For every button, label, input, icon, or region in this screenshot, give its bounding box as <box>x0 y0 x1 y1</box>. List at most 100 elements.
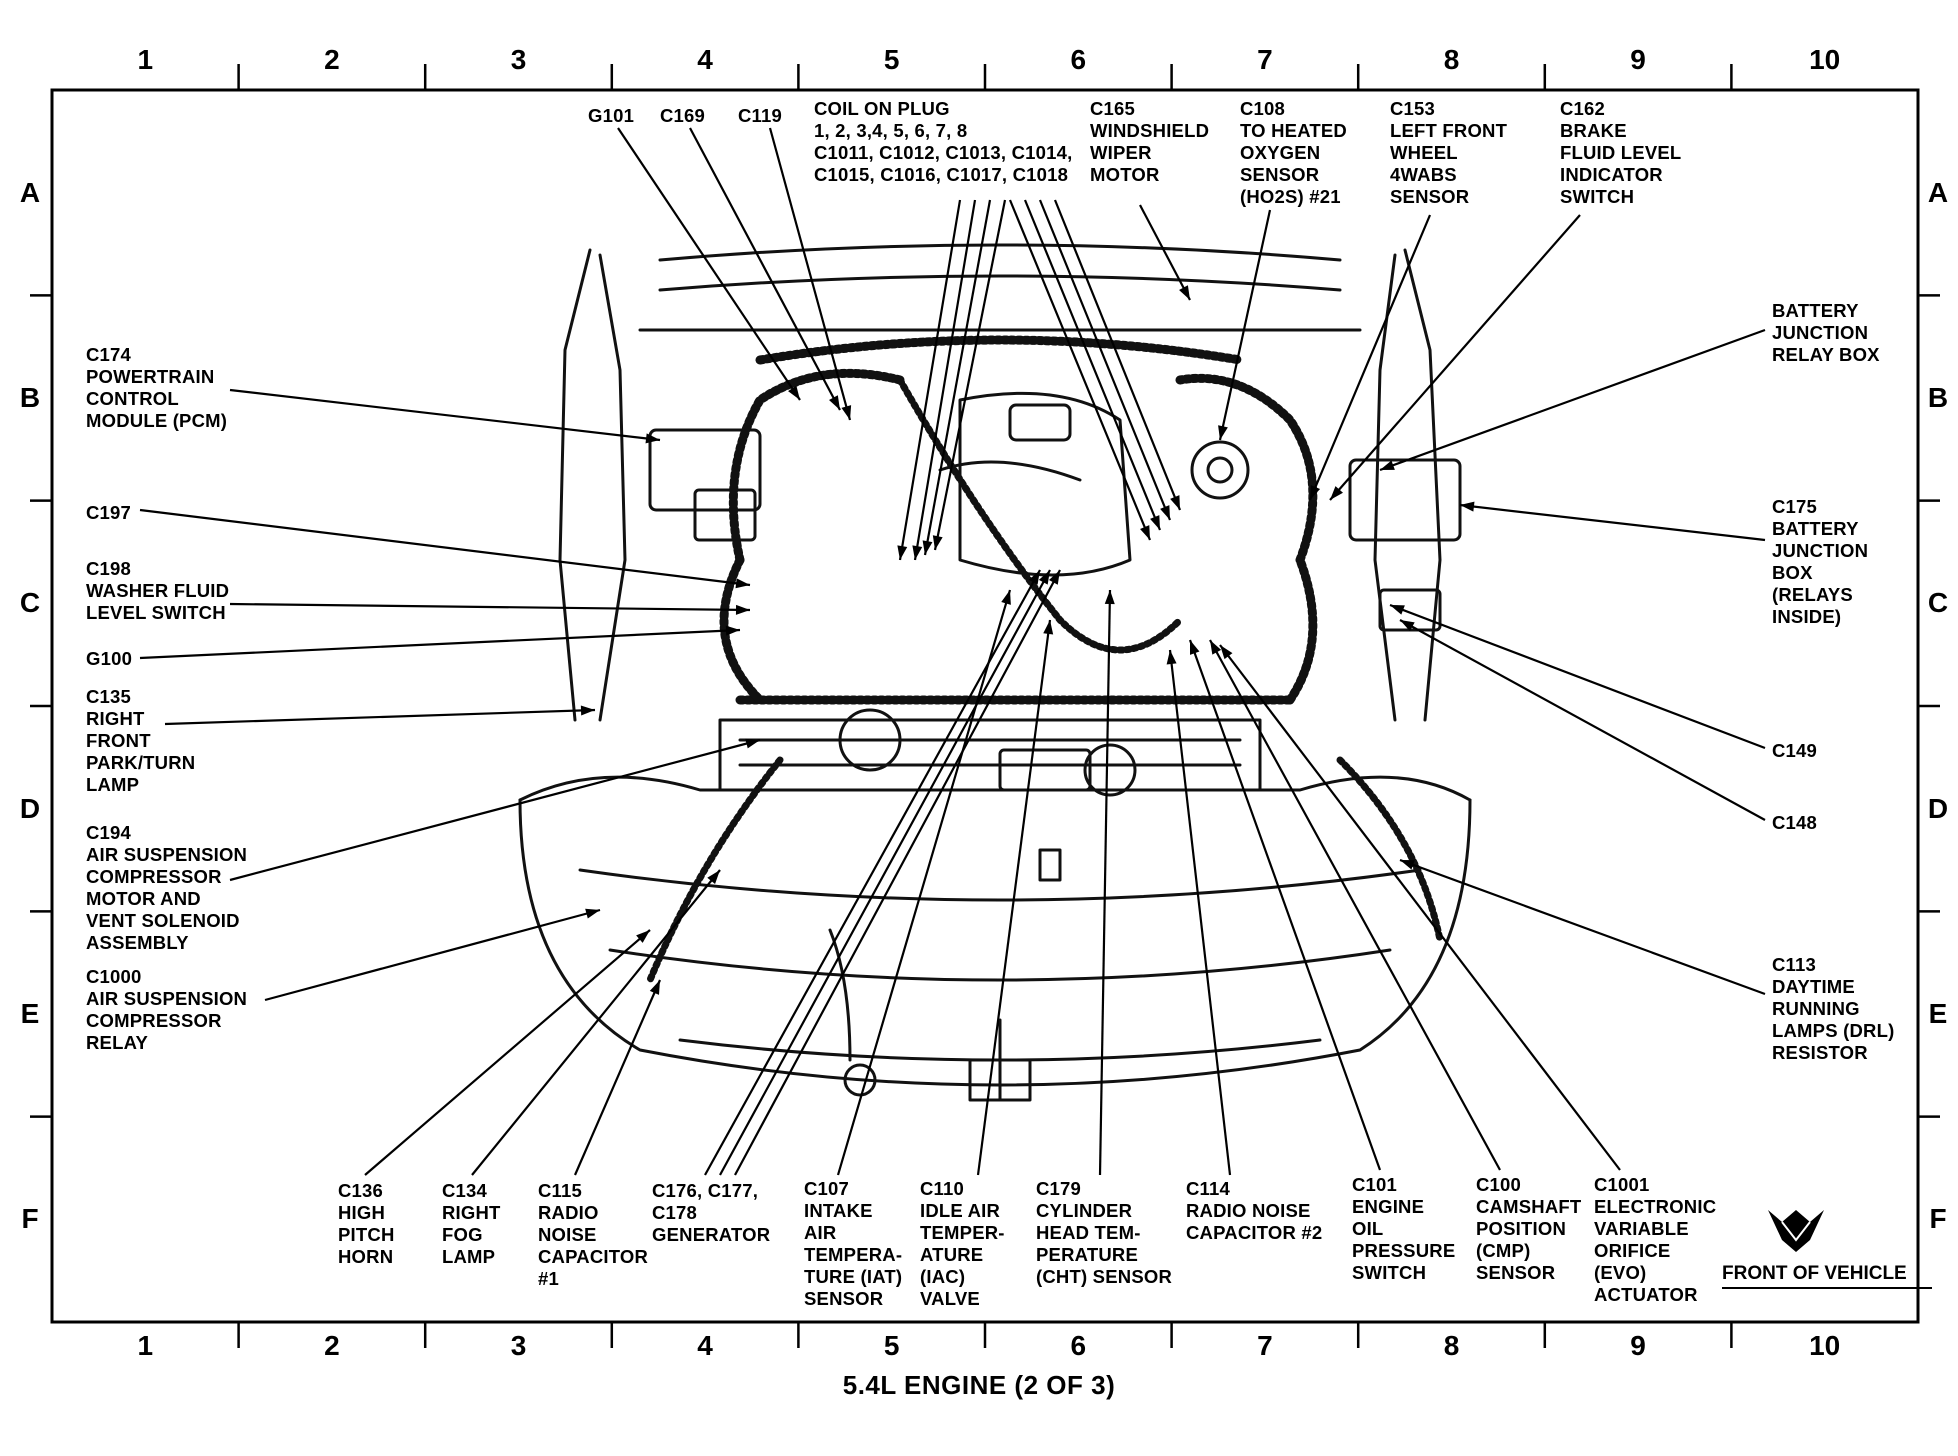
label-c107: C107 INTAKE AIR TEMPERA- TURE (IAT) SENS… <box>804 1178 903 1309</box>
label-c198: C198 WASHER FLUID LEVEL SWITCH <box>86 558 230 623</box>
leader-arrow-c162 <box>1330 486 1343 500</box>
label-c115: C115 RADIO NOISE CAPACITOR #1 <box>538 1180 649 1289</box>
leader-arrow-c176 <box>1038 570 1050 585</box>
leader-line-c179 <box>1098 589 1112 1176</box>
leader-line-bjrb <box>1379 328 1766 472</box>
grid-row-left-A: A <box>19 176 41 208</box>
leader-line-c101 <box>1188 639 1382 1171</box>
leader-line-coil <box>898 199 962 561</box>
leader-line-c198 <box>229 602 751 612</box>
grid-row-right-D: D <box>1927 792 1949 824</box>
leader-arrow-c174 <box>645 433 660 444</box>
leader-arrow-coil <box>1140 525 1150 540</box>
grid-row-right-A: A <box>1927 176 1949 208</box>
label-c108: C108 TO HEATED OXYGEN SENSOR (HO2S) #21 <box>1240 98 1347 207</box>
grid-row-right-B: B <box>1927 382 1949 413</box>
leader-arrow-c179 <box>1104 590 1115 605</box>
leader-arrow-c119 <box>841 405 852 420</box>
engine-bay-illustration <box>518 243 1472 1102</box>
label-c1001: C1001 ELECTRONIC VARIABLE ORIFICE (EVO) … <box>1594 1174 1717 1305</box>
leader-arrow-c134 <box>707 870 720 885</box>
leader-arrow-bjrb <box>1380 460 1395 470</box>
label-c113: C113 DAYTIME RUNNING LAMPS (DRL) RESISTO… <box>1772 954 1895 1063</box>
grid-col-top-9: 9 <box>1630 44 1646 75</box>
grid-col-top-7: 7 <box>1257 44 1273 75</box>
front-of-vehicle-arrow-icon <box>1768 1210 1824 1252</box>
leader-arrow-c110 <box>1043 620 1054 635</box>
leader-arrow-c114 <box>1166 650 1177 665</box>
leader-line-c176 <box>704 569 1041 1176</box>
front-of-vehicle-label: FRONT OF VEHICLE <box>1722 1263 1932 1289</box>
grid-col-top-6: 6 <box>1070 44 1087 75</box>
leader-line-c153 <box>1308 214 1432 501</box>
leader-arrow-c148 <box>1400 620 1415 632</box>
leader-line-coil <box>933 199 1007 551</box>
grid-row-right-C: C <box>1927 587 1949 619</box>
grid-row-left-C: C <box>19 587 41 619</box>
leader-line-c149 <box>1389 603 1766 750</box>
grid-row-left-B: B <box>19 382 41 413</box>
label-battery-junction-relay-box: BATTERY JUNCTION RELAY BOX <box>1772 300 1880 365</box>
label-c1000: C1000 AIR SUSPENSION COMPRESSOR RELAY <box>86 966 248 1053</box>
leader-arrow-c136 <box>636 930 650 943</box>
leader-line-c1001 <box>1219 644 1621 1171</box>
grid-row-left-D: D <box>19 792 41 824</box>
leader-line-c100 <box>1209 639 1501 1171</box>
grid-col-bottom-7: 7 <box>1257 1330 1273 1361</box>
diagram-caption: 5.4L ENGINE (2 OF 3) <box>842 1370 1116 1400</box>
grid-col-top-2: 2 <box>324 44 340 75</box>
leader-arrow-c107 <box>1001 590 1011 605</box>
leader-line-c134 <box>471 869 721 1176</box>
leader-arrow-c175 <box>1460 501 1475 512</box>
leader-line-g100 <box>139 628 741 660</box>
leader-line-c176 <box>719 569 1051 1176</box>
leader-arrow-coil <box>932 535 943 550</box>
leader-line-c165 <box>1139 204 1191 301</box>
label-c169: C169 <box>660 105 706 126</box>
leader-arrow-g100 <box>725 625 740 636</box>
leader-line-coil <box>913 199 977 561</box>
leader-line-c197 <box>139 508 751 587</box>
leader-line-coil <box>923 199 992 556</box>
label-c175: C175 BATTERY JUNCTION BOX (RELAYS INSIDE… <box>1772 496 1869 627</box>
grid-row-left-E: E <box>20 998 40 1029</box>
frame-grid-ticks <box>30 64 1940 1348</box>
label-c114: C114 RADIO NOISE CAPACITOR #2 <box>1186 1178 1323 1243</box>
label-c136: C136 HIGH PITCH HORN <box>338 1180 395 1267</box>
label-g100: G100 <box>86 648 133 669</box>
grid-row-right-F: F <box>1929 1203 1947 1235</box>
leader-arrow-c194 <box>745 738 760 749</box>
leader-line-c107 <box>836 589 1012 1176</box>
label-c110: C110 IDLE AIR TEMPER- ATURE (IAC) VALVE <box>920 1178 1005 1309</box>
label-c149: C149 <box>1772 740 1818 761</box>
leader-line-c114 <box>1168 649 1232 1176</box>
label-c134: C134 RIGHT FOG LAMP <box>442 1180 501 1267</box>
grid-row-right-E: E <box>1928 998 1948 1029</box>
leader-line-c174 <box>229 388 661 442</box>
label-c176-c177-c178: C176, C177, C178 GENERATOR <box>652 1180 771 1245</box>
leader-line-c135 <box>164 708 596 726</box>
grid-col-bottom-1: 1 <box>137 1330 154 1361</box>
grid-col-bottom-2: 2 <box>324 1330 340 1361</box>
leader-line-c169 <box>689 127 841 411</box>
leader-arrow-c169 <box>829 395 840 410</box>
label-c194: C194 AIR SUSPENSION COMPRESSOR MOTOR AND… <box>86 822 248 953</box>
leader-arrow-c149 <box>1390 605 1405 615</box>
label-c153: C153 LEFT FRONT WHEEL 4WABS SENSOR <box>1390 98 1508 207</box>
label-c197: C197 <box>86 502 132 523</box>
label-c148: C148 <box>1772 812 1818 833</box>
grid-col-top-1: 1 <box>137 44 154 75</box>
label-c174: C174 POWERTRAIN CONTROL MODULE (PCM) <box>86 344 228 431</box>
leader-line-c110 <box>976 619 1052 1176</box>
label-c135: C135 RIGHT FRONT PARK/TURN LAMP <box>86 686 196 795</box>
leader-line-coil <box>1008 199 1152 541</box>
leader-line-c108 <box>1218 209 1272 441</box>
label-c119: C119 <box>738 105 783 126</box>
leader-arrow-c108 <box>1218 425 1228 440</box>
leader-line-c162 <box>1329 214 1581 501</box>
grid-col-bottom-10: 10 <box>1809 1330 1841 1361</box>
leader-line-c148 <box>1399 619 1766 821</box>
leader-arrow-coil <box>912 545 923 560</box>
grid-col-bottom-6: 6 <box>1070 1330 1087 1361</box>
leader-line-g101 <box>617 127 801 401</box>
